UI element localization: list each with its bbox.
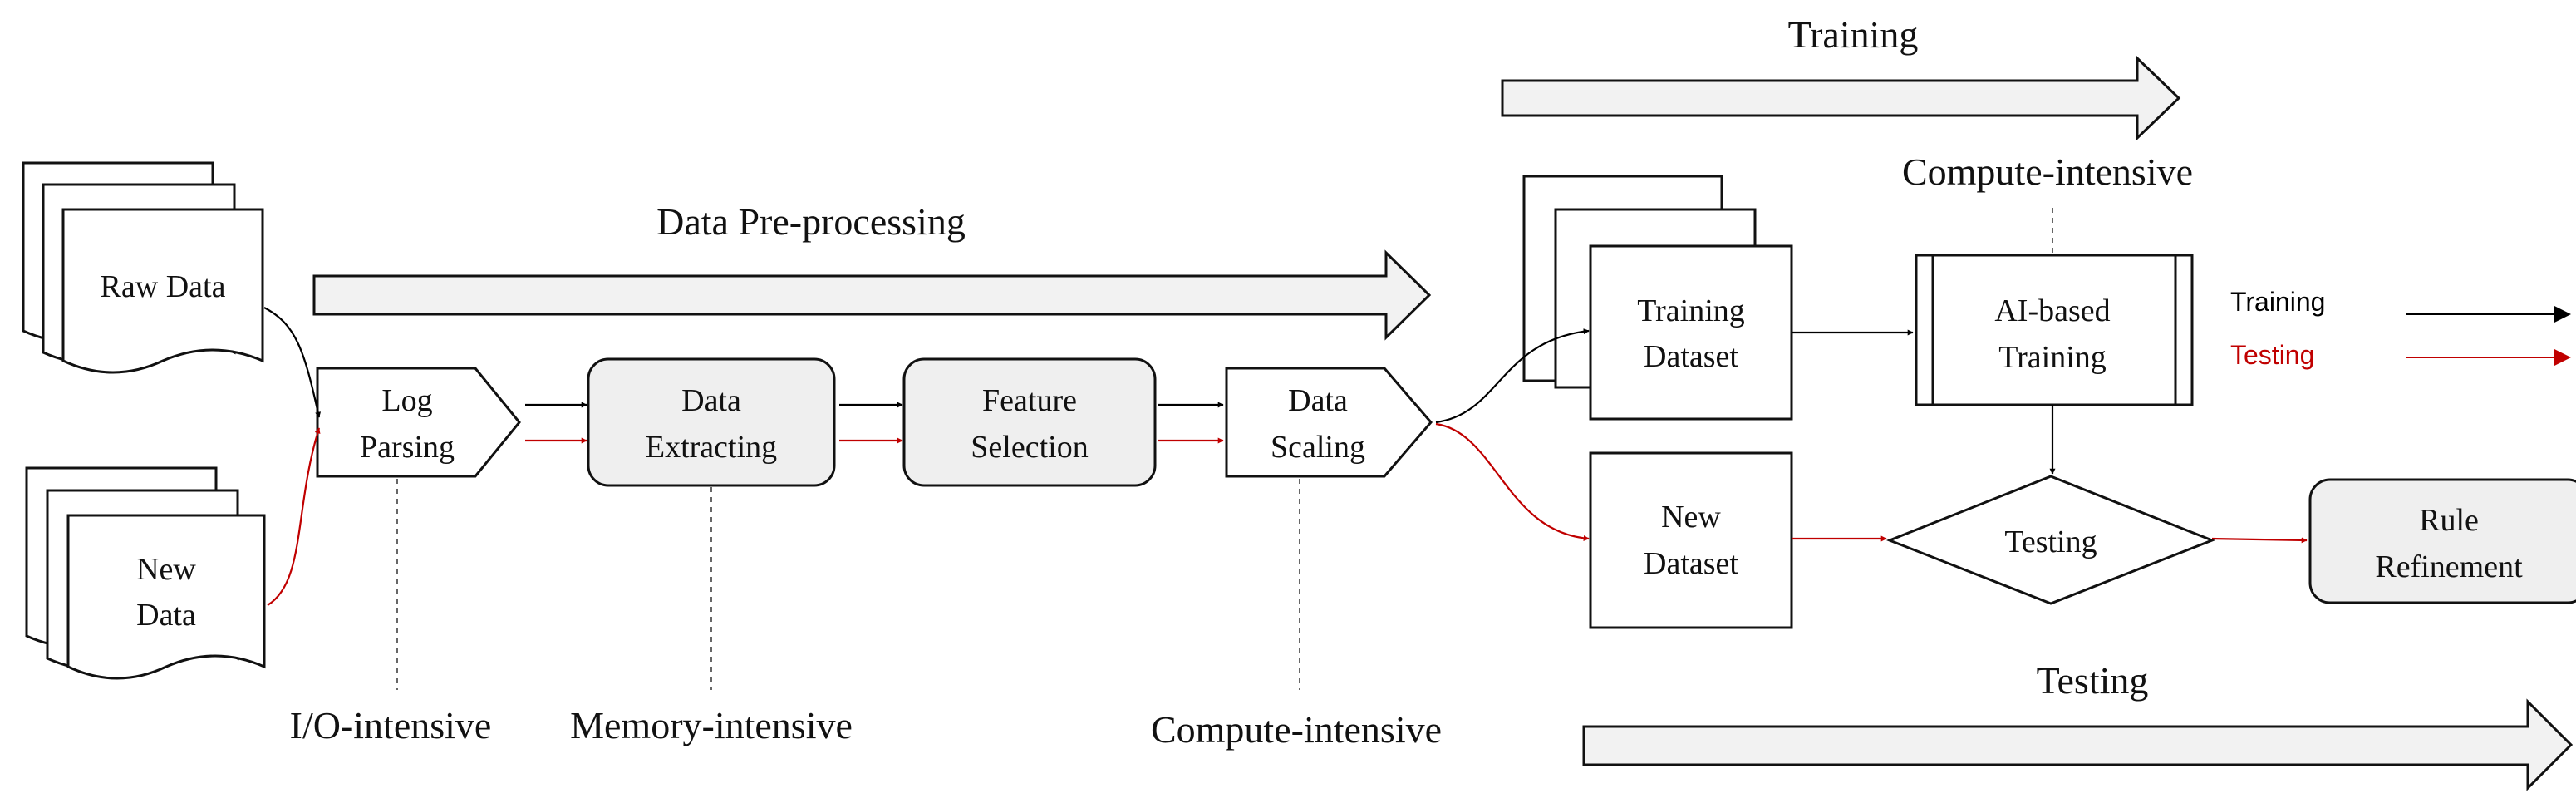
rule-refinement-label-line1: Rule bbox=[2419, 503, 2479, 538]
data-scaling-label-line1: Data bbox=[1288, 383, 1348, 418]
data-scaling-node bbox=[1225, 367, 1433, 478]
log-parsing-label-line2: Parsing bbox=[360, 430, 455, 465]
rule-refinement-label-line2: Refinement bbox=[2375, 549, 2523, 584]
ai-training-node bbox=[1915, 254, 2194, 406]
ai-training-label-line1: AI-based bbox=[1994, 293, 2110, 328]
annotation-leader-lines bbox=[396, 208, 2053, 690]
testing-decision-label: Testing bbox=[2004, 525, 2097, 559]
training-dataset-stack bbox=[1522, 175, 1793, 421]
feature-selection-node bbox=[902, 357, 1157, 487]
feature-selection-label-line2: Selection bbox=[971, 430, 1088, 465]
preprocessing-stage-label: Data Pre-processing bbox=[656, 200, 966, 243]
training-dataset-label-line1: Training bbox=[1637, 293, 1745, 328]
legend: Training Testing bbox=[2230, 287, 2571, 370]
training-stage-arrow bbox=[1501, 55, 2181, 141]
log-parsing-node bbox=[316, 367, 521, 478]
new-data-document-stack bbox=[25, 466, 266, 680]
preprocessing-stage-arrow bbox=[312, 249, 1432, 341]
testing-decision-node bbox=[1885, 475, 2216, 605]
feature-selection-label-line1: Feature bbox=[982, 383, 1077, 418]
new-data-label-line2: Data bbox=[136, 598, 196, 633]
data-extracting-label-line2: Extracting bbox=[646, 430, 777, 465]
data-scaling-label-line2: Scaling bbox=[1271, 430, 1365, 465]
memory-intensive-label: Memory-intensive bbox=[570, 704, 853, 746]
new-dataset-label-line2: Dataset bbox=[1644, 546, 1738, 581]
new-dataset-label-line1: New bbox=[1661, 500, 1721, 535]
log-parsing-label-line1: Log bbox=[381, 383, 432, 418]
training-dataset-label-line2: Dataset bbox=[1644, 339, 1738, 374]
legend-training-label: Training bbox=[2230, 287, 2325, 317]
legend-testing-label: Testing bbox=[2230, 340, 2314, 370]
new-dataset-node bbox=[1589, 451, 1793, 629]
raw-data-document-stack bbox=[22, 161, 264, 374]
new-data-label-line1: New bbox=[136, 552, 196, 587]
rule-refinement-node bbox=[2308, 478, 2576, 604]
raw-data-label: Raw Data bbox=[101, 269, 226, 304]
io-intensive-label: I/O-intensive bbox=[290, 704, 492, 746]
ai-training-label-line2: Training bbox=[1998, 340, 2107, 375]
data-extracting-node bbox=[587, 357, 836, 487]
training-flow-connectors bbox=[263, 307, 2056, 475]
testing-flow-connectors bbox=[267, 422, 2308, 606]
testing-stage-arrow bbox=[1582, 698, 2574, 791]
compute-intensive-bottom-label: Compute-intensive bbox=[1151, 708, 1442, 751]
compute-intensive-top-label: Compute-intensive bbox=[1902, 150, 2193, 193]
training-stage-label: Training bbox=[1788, 13, 1919, 56]
testing-stage-label: Testing bbox=[2037, 659, 2149, 702]
data-extracting-label-line1: Data bbox=[681, 383, 741, 418]
